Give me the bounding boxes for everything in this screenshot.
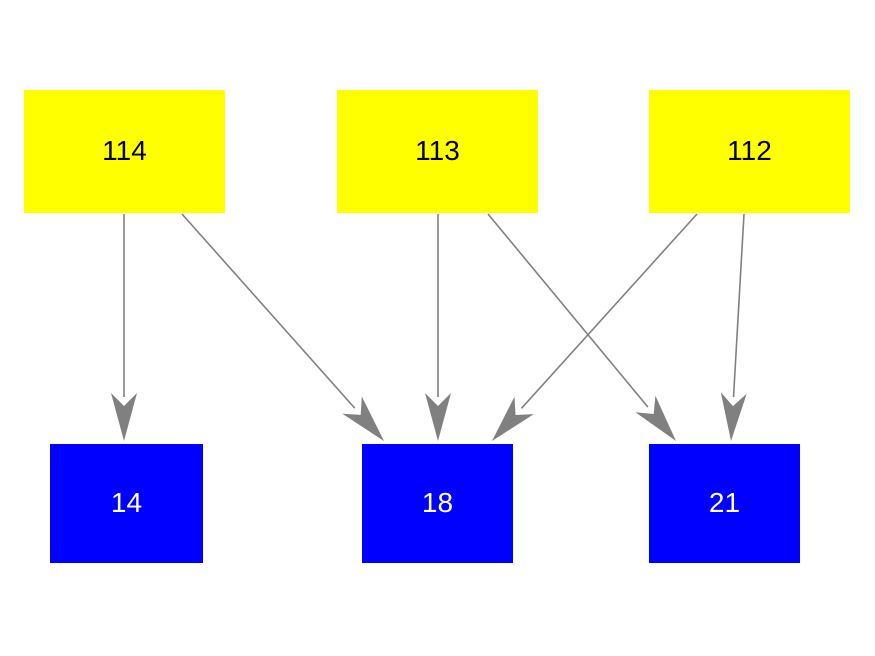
edges-group — [111, 213, 747, 441]
node-label-18: 18 — [421, 487, 454, 518]
arrowhead-114-to-14 — [111, 393, 137, 441]
node-label-112: 112 — [727, 135, 772, 166]
arrowhead-112-to-18 — [492, 396, 534, 441]
node-14[interactable]: 14 — [50, 444, 203, 563]
arrowhead-113-to-21 — [635, 395, 676, 441]
node-label-114: 114 — [102, 135, 147, 166]
node-112[interactable]: 112 — [649, 90, 850, 213]
node-18[interactable]: 18 — [362, 444, 513, 563]
edge-line-112-to-21 — [732, 213, 745, 398]
edge-line-113-to-21 — [487, 213, 649, 408]
node-21[interactable]: 21 — [649, 444, 800, 563]
arrowhead-114-to-18 — [342, 396, 384, 441]
edge-line-112-to-18 — [520, 213, 698, 409]
arrowhead-113-to-18 — [425, 393, 451, 441]
node-114[interactable]: 114 — [24, 90, 225, 213]
node-113[interactable]: 113 — [337, 90, 538, 213]
edge-line-114-to-18 — [181, 213, 356, 409]
node-label-21: 21 — [708, 487, 741, 518]
arrowhead-112-to-21 — [720, 392, 747, 441]
node-label-113: 113 — [415, 135, 460, 166]
node-label-14: 14 — [110, 487, 143, 518]
